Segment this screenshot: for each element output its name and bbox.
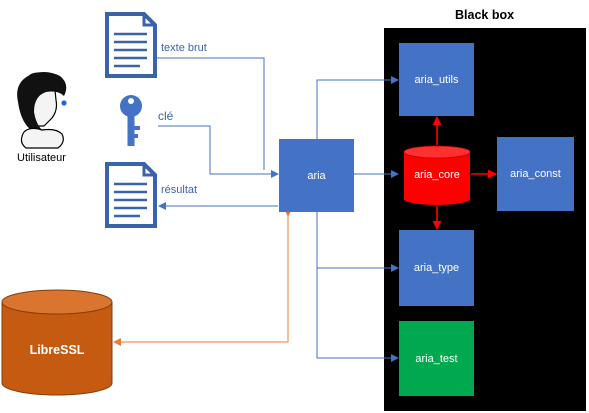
user-label: Utilisateur <box>17 152 66 164</box>
document-icon <box>105 162 157 228</box>
aria-block: aria <box>279 139 354 212</box>
key-label: clé <box>158 109 174 123</box>
aria-utils-label: aria_utils <box>414 73 459 86</box>
libressl-block: LibreSSL <box>2 330 112 370</box>
libressl-label: LibreSSL <box>29 343 85 357</box>
result-label: résultat <box>161 184 198 196</box>
connector-plaintext <box>157 57 265 170</box>
aria-core-cylinder <box>403 145 471 205</box>
user-avatar-icon <box>17 72 67 149</box>
aria-core-block: aria_core <box>402 160 472 190</box>
aria-test-block: aria_test <box>399 321 474 396</box>
aria-core-label: aria_core <box>414 169 460 181</box>
plaintext-label: texte brut <box>161 42 207 54</box>
aria-test-label: aria_test <box>415 352 458 365</box>
aria-utils-block: aria_utils <box>399 43 474 116</box>
connector-libressl <box>113 209 292 346</box>
connector-key <box>158 125 279 178</box>
connector-aria-test <box>316 268 399 362</box>
black-box-title: Black box <box>455 8 515 22</box>
aria-const-label: aria_const <box>510 168 561 180</box>
database-cylinder-icon <box>1 289 113 396</box>
aria-block-label: aria <box>307 169 326 182</box>
key-icon <box>120 95 142 146</box>
aria-type-block: aria_type <box>399 230 474 306</box>
document-icon <box>105 12 157 78</box>
aria-const-block: aria_const <box>497 137 574 211</box>
aria-type-label: aria_type <box>413 262 460 274</box>
connector-aria-utils <box>316 76 399 140</box>
